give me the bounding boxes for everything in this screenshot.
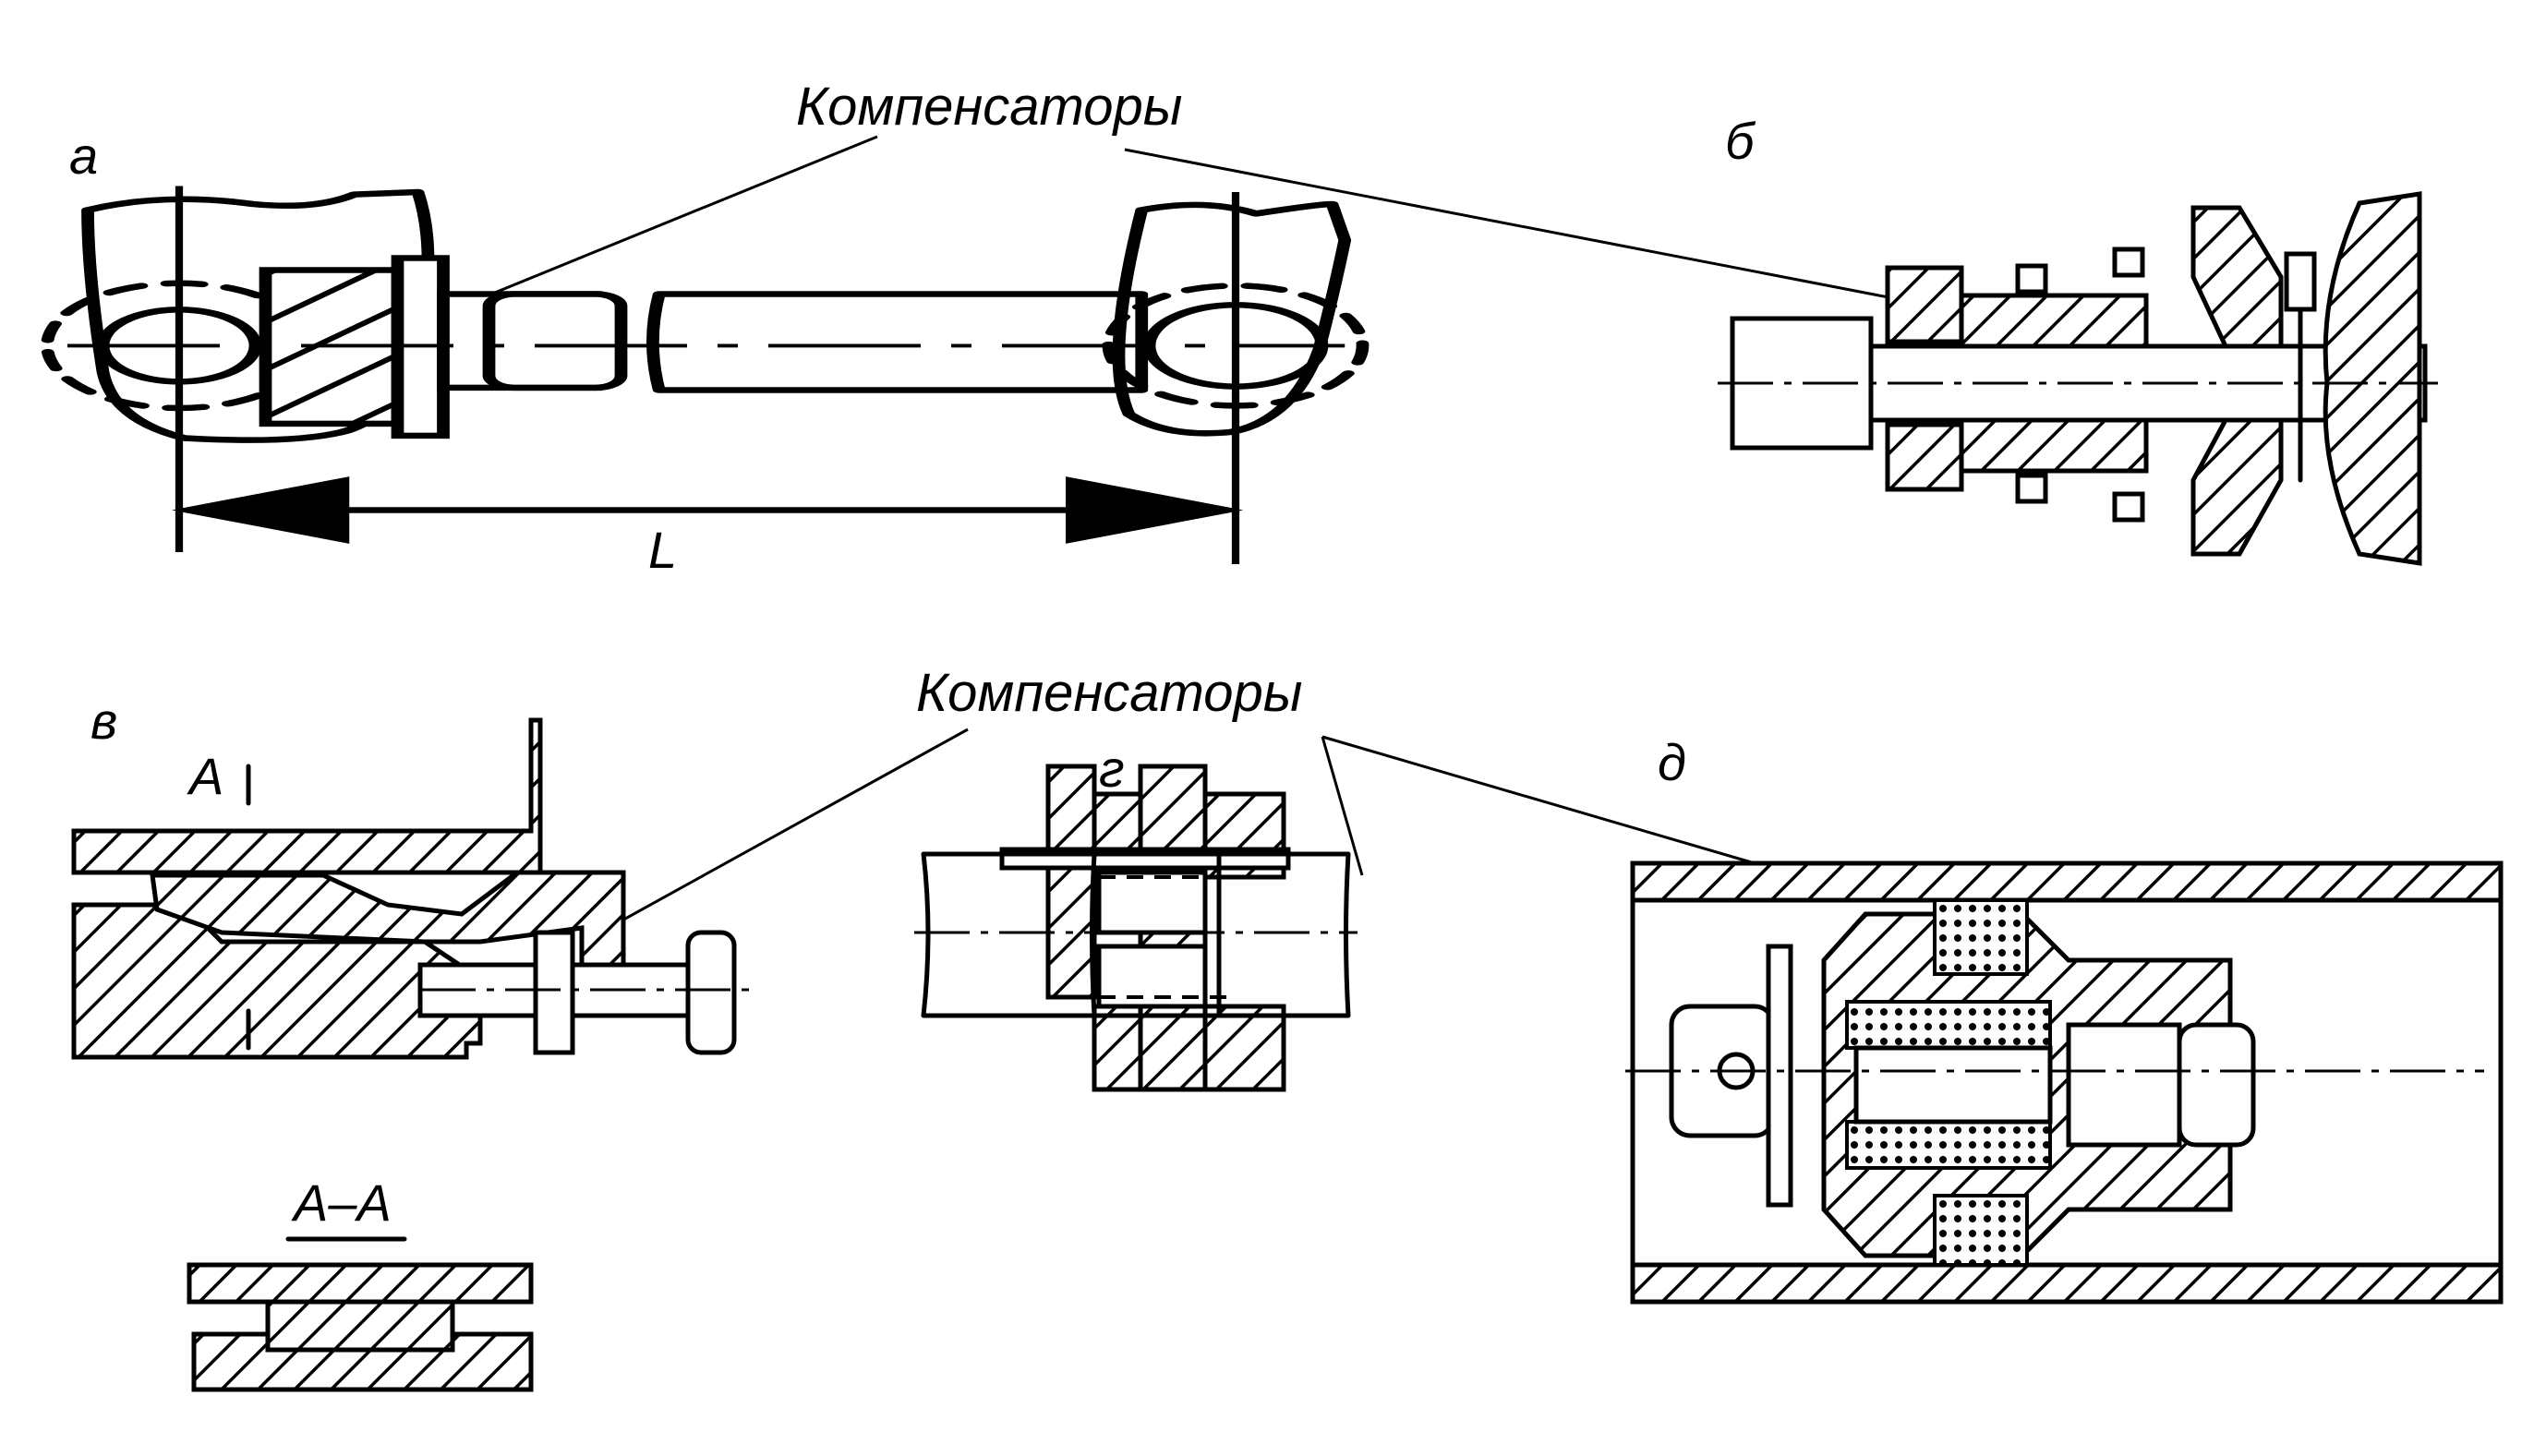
shaft-g-middle bbox=[1092, 851, 1222, 1018]
needle-bearing-top bbox=[1845, 1000, 2052, 1050]
shaft-d-right bbox=[2066, 1022, 2182, 1148]
compensators-label-top: Компенсаторы bbox=[796, 77, 1182, 137]
shaft-d-end bbox=[2177, 1022, 2256, 1148]
shaft-d-inner bbox=[1853, 1045, 2053, 1125]
figure-label-g: г bbox=[1099, 740, 1125, 798]
bearing-b-3 bbox=[2112, 247, 2145, 278]
compensator-ring-b-top bbox=[1885, 265, 1964, 344]
gear-b-top bbox=[2190, 205, 2284, 349]
upper-body-v bbox=[71, 717, 543, 875]
leader-lines bbox=[415, 135, 1889, 934]
right-eye-end bbox=[1112, 200, 1352, 437]
section-top-plate bbox=[187, 1262, 534, 1305]
leader-line-b bbox=[1124, 148, 1889, 299]
washer-v bbox=[533, 930, 575, 1055]
gear-b-bottom bbox=[2190, 417, 2284, 557]
elastic-insert-bottom bbox=[1933, 1194, 2029, 1267]
elastic-insert-top bbox=[1933, 898, 2029, 976]
compensator-ring-b-bottom bbox=[1885, 422, 1964, 492]
bearing-b-4 bbox=[2112, 491, 2145, 523]
rod-stub bbox=[482, 291, 628, 391]
section-a-a-view bbox=[187, 1262, 534, 1392]
knurled-knob-v bbox=[685, 930, 737, 1055]
figure-b-shaft-assembly bbox=[1718, 191, 2438, 566]
figure-d-tube-coupling bbox=[1625, 860, 2504, 1305]
collar-g bbox=[1045, 764, 1097, 1000]
hub-b-top bbox=[1959, 293, 2149, 349]
washer-d bbox=[1766, 944, 1793, 1208]
figure-a-tie-rod bbox=[41, 186, 1370, 564]
main-rod bbox=[646, 291, 1149, 393]
hub-b-bottom bbox=[1959, 417, 2149, 474]
leader-line-v bbox=[599, 728, 969, 934]
leader-line-d bbox=[1321, 735, 1756, 865]
section-gib bbox=[265, 1299, 455, 1353]
figure-label-b: б bbox=[1725, 112, 1756, 170]
needle-bearing-bottom bbox=[1845, 1120, 2052, 1170]
bearing-b-2 bbox=[2015, 473, 2048, 504]
pin-b-head bbox=[2284, 251, 2317, 312]
figure-label-d: д bbox=[1658, 733, 1686, 791]
figure-label-v: в bbox=[90, 692, 117, 750]
compensators-label-bottom: Компенсаторы bbox=[916, 663, 1302, 723]
figure-v-slide-adjuster bbox=[71, 717, 757, 1060]
flange-b bbox=[2323, 191, 2422, 566]
section-mark-top: A bbox=[187, 747, 223, 805]
leader-line-g bbox=[1321, 736, 1364, 876]
figure-label-a: а bbox=[69, 126, 98, 185]
bearing-b-1 bbox=[2015, 263, 2048, 295]
dimension-label-L: L bbox=[648, 521, 677, 579]
tube-wall-top bbox=[1630, 860, 2504, 903]
section-title-aa: А–А bbox=[291, 1173, 392, 1232]
tube-wall-bottom bbox=[1630, 1262, 2504, 1305]
figure-g-shaft-coupling bbox=[914, 764, 1358, 1092]
key-g-upper bbox=[1096, 870, 1208, 935]
